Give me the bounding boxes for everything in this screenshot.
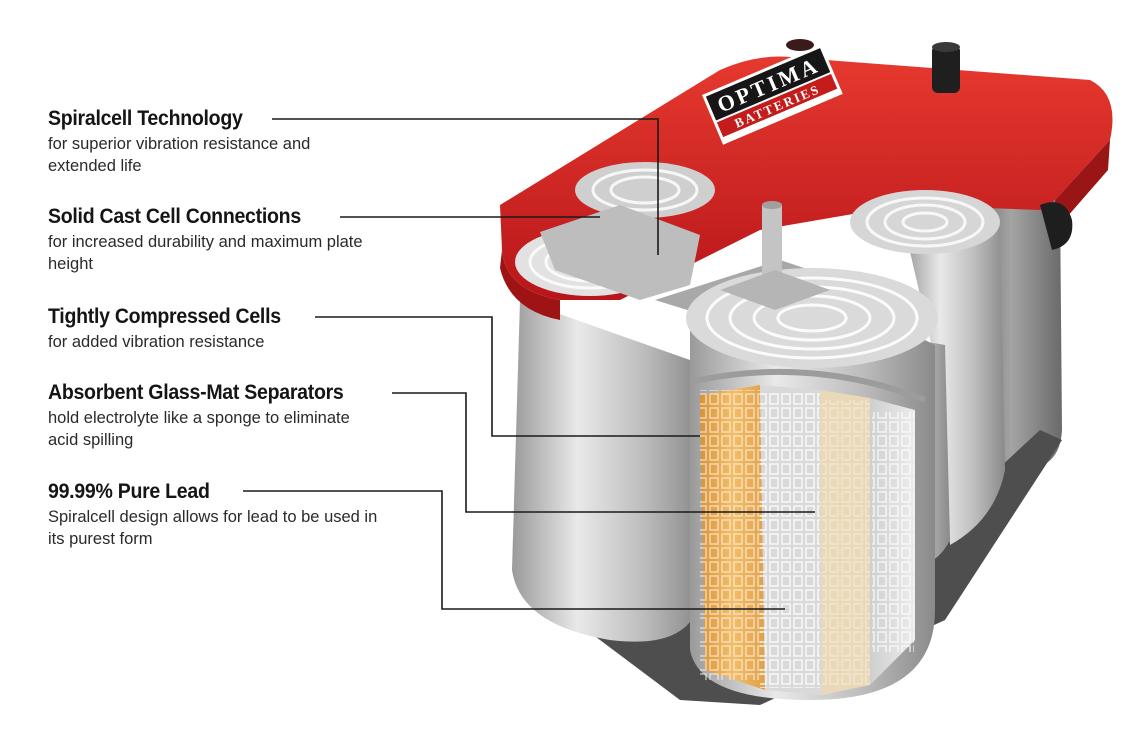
lid-right-edge [1055, 140, 1110, 225]
front-cell-top [686, 268, 938, 368]
leader-lines [243, 118, 815, 610]
callout-title: Tightly Compressed Cells [48, 305, 281, 328]
callout-description: for superior vibration resistance and ex… [48, 135, 311, 175]
callout-description: for increased durability and maximum pla… [48, 233, 363, 273]
callout-spiralcell-technology: Spiralcell Technology for superior vibra… [48, 106, 378, 177]
callout-solid-cast-cell-connections: Solid Cast Cell Connections for increase… [48, 204, 378, 275]
side-terminal [1040, 202, 1073, 250]
lid-front-edge [500, 250, 560, 320]
terminal-post [932, 45, 960, 93]
vent-cap [786, 39, 814, 51]
callout-absorbent-glass-mat-separators: Absorbent Glass-Mat Separators hold elec… [48, 380, 378, 451]
callout-title: Absorbent Glass-Mat Separators [48, 381, 344, 404]
callout-tightly-compressed-cells: Tightly Compressed Cells for added vibra… [48, 304, 378, 353]
callout-title: 99.99% Pure Lead [48, 480, 210, 503]
cell-top-back-right [850, 190, 1000, 254]
cell-connector [540, 205, 700, 300]
callout-description: hold electrolyte like a sponge to elimin… [48, 409, 350, 449]
callout-title: Solid Cast Cell Connections [48, 205, 301, 228]
leader-line-1 [272, 118, 659, 255]
base-tray [560, 430, 1062, 705]
leader-line-3 [315, 316, 700, 437]
left-cell [512, 300, 700, 642]
callout-description: Spiralcell design allows for lead to be … [48, 508, 378, 548]
leader-line-4 [392, 392, 815, 513]
callout-pure-lead: 99.99% Pure Lead Spiralcell design allow… [48, 479, 378, 550]
callout-title: Spiralcell Technology [48, 107, 243, 130]
leader-line-5 [243, 490, 785, 610]
callout-description: for added vibration resistance [48, 333, 265, 351]
cell-cut-rim [689, 368, 927, 403]
